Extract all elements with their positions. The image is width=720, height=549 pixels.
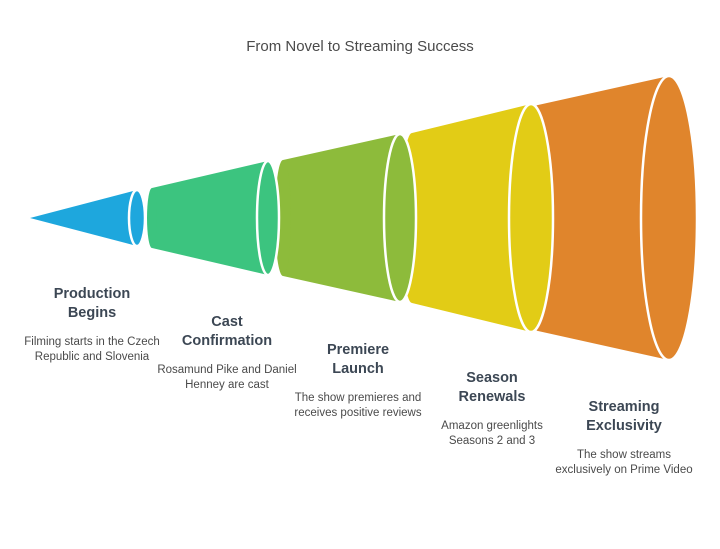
stage-description: The show premieres and receives positive… [294,392,422,419]
segment-cast-confirmation [147,159,281,277]
segment-premiere-face [382,132,418,304]
segment-renewals-body [412,104,531,332]
segment-production-face [127,188,147,248]
stage-production-label: Production Begins Filming starts in the … [22,285,162,365]
segment-premiere-back [275,160,291,276]
stage-premiere-label: Premiere Launch The show premieres and r… [288,341,428,421]
segment-streaming-face [639,74,699,362]
stage-description: Amazon greenlights Seasons 2 and 3 [441,420,543,447]
segment-premiere-launch [275,132,418,304]
stage-heading: Production Begins [53,286,131,321]
stage-renewals-label: Season Renewals Amazon greenlights Seaso… [422,369,562,449]
stage-heading: Cast Confirmation [181,314,273,349]
stage-streaming-label: Streaming Exclusivity The show streams e… [554,398,694,478]
stage-description: Rosamund Pike and Daniel Henney are cast [157,364,297,391]
stage-description: The show streams exclusively on Prime Vi… [555,449,693,476]
segment-streaming-body [538,76,669,360]
stage-heading: Streaming Exclusivity [586,399,662,434]
segment-production-body [30,190,137,246]
stage-description: Filming starts in the Czech Republic and… [24,336,160,363]
segment-cast-face [255,159,281,277]
stage-cast-label: Cast Confirmation Rosamund Pike and Dani… [157,313,297,393]
segment-premiere-body [283,134,400,302]
diagram-title: From Novel to Streaming Success [246,38,474,55]
segment-cast-body [152,161,268,275]
stage-heading: Premiere Launch [326,342,390,377]
segment-production-begins [30,188,147,248]
segment-season-renewals [401,102,555,334]
segment-cast-back [147,188,157,248]
segment-renewals-face [507,102,555,334]
stage-heading: Season Renewals [458,370,526,405]
